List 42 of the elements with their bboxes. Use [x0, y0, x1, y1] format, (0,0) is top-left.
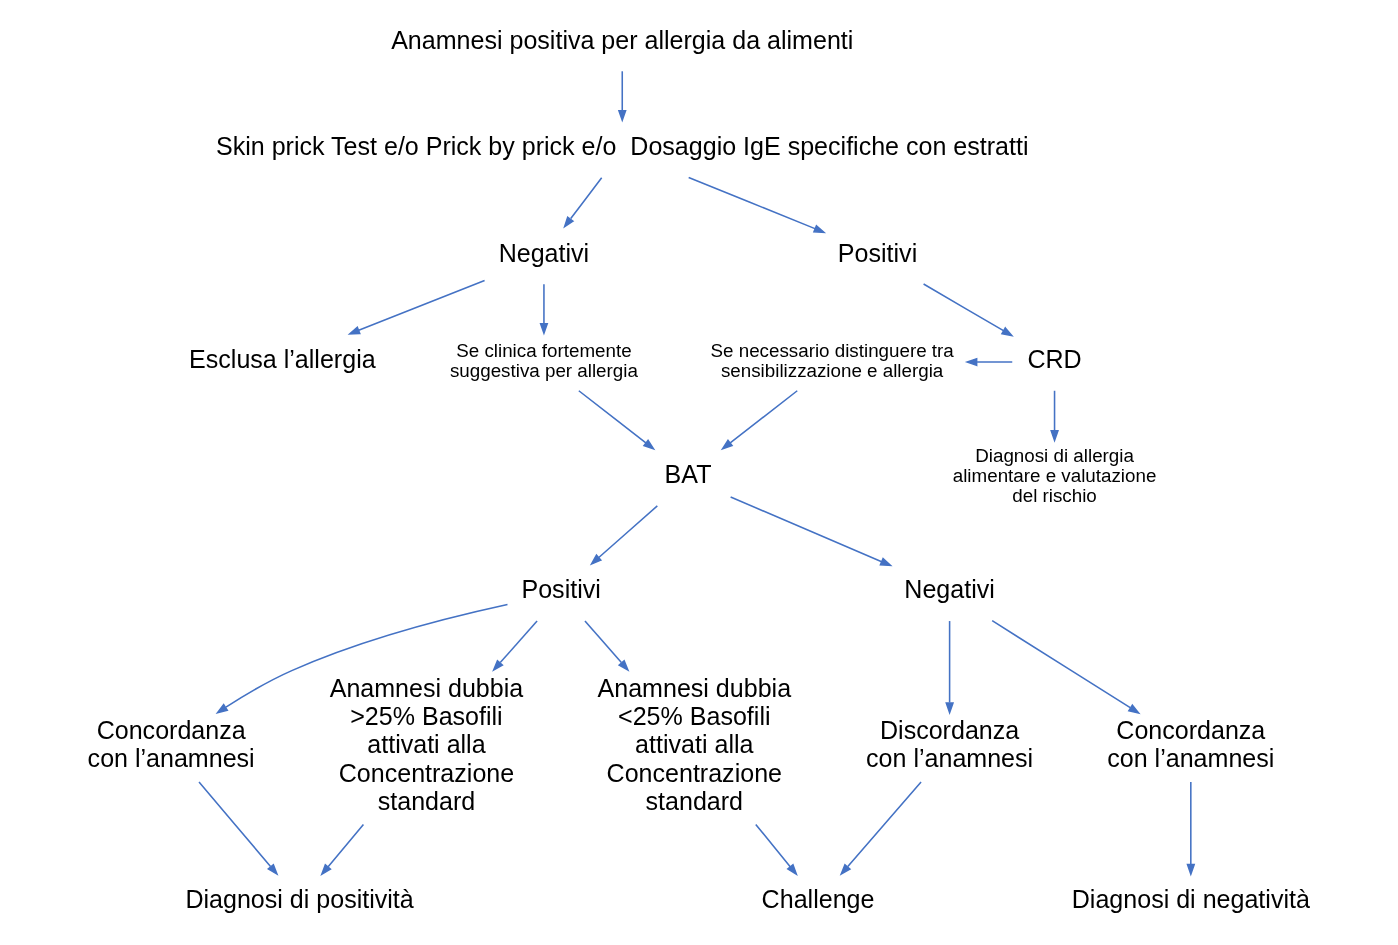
node-text: Anamnesi positiva per allergia da alimenti [391, 25, 854, 54]
arrow [964, 357, 1014, 367]
node-text: Diagnosi di positività [185, 885, 414, 914]
arrow [1050, 389, 1059, 443]
arrow [945, 620, 954, 715]
arrow [589, 505, 659, 566]
node-text: Challenge [761, 885, 875, 914]
node-text: Concordanza con l’anamnesi [87, 716, 255, 773]
node-text: Diagnosi di allergia alimentare e valutazione del rischio [952, 444, 1157, 507]
arrow [687, 176, 827, 234]
arrow [991, 619, 1141, 715]
node-text: Anamnesi dubbia <25% Basofili attivati alla Concentrazione standard [597, 673, 792, 815]
arrow [617, 70, 627, 123]
arrow [492, 620, 538, 672]
node-text: CRD [1027, 345, 1082, 374]
node-text: Concordanza con l’anamnesi [1107, 716, 1275, 773]
node-text: Negativi [498, 238, 590, 267]
node-text: Se clinica fortemente suggestiva per allergia [449, 339, 638, 382]
arrow [320, 823, 365, 877]
arrow [1186, 781, 1196, 877]
node-text: Negativi [904, 575, 995, 604]
node-text: Diagnosi di negatività [1071, 885, 1310, 914]
node-text: Skin prick Test e/o Prick by prick e/o Dosaggio IgE specifiche con estratti [215, 132, 1029, 161]
node-text: Positivi [837, 238, 918, 267]
node-text: Anamnesi dubbia >25% Basofili attivati alla Concentrazione standard [329, 673, 524, 815]
arrow [755, 823, 798, 877]
arrow [584, 620, 630, 672]
arrow [720, 389, 799, 451]
arrow [563, 177, 603, 229]
node-text: Se necessario distinguere tra sensibilizzazione e allergia [710, 339, 954, 382]
node-text: Positivi [521, 575, 601, 604]
arrow [578, 389, 656, 451]
arrow [215, 603, 509, 714]
arrow [539, 283, 549, 336]
arrow [198, 781, 279, 876]
arrow [922, 283, 1014, 337]
node-text: Esclusa l’allergia [189, 345, 376, 374]
arrow [729, 496, 893, 567]
node-text: BAT [664, 460, 712, 489]
arrow [347, 279, 486, 335]
node-text: Discordanza con l’anamnesi [866, 716, 1034, 773]
arrow [839, 781, 922, 876]
